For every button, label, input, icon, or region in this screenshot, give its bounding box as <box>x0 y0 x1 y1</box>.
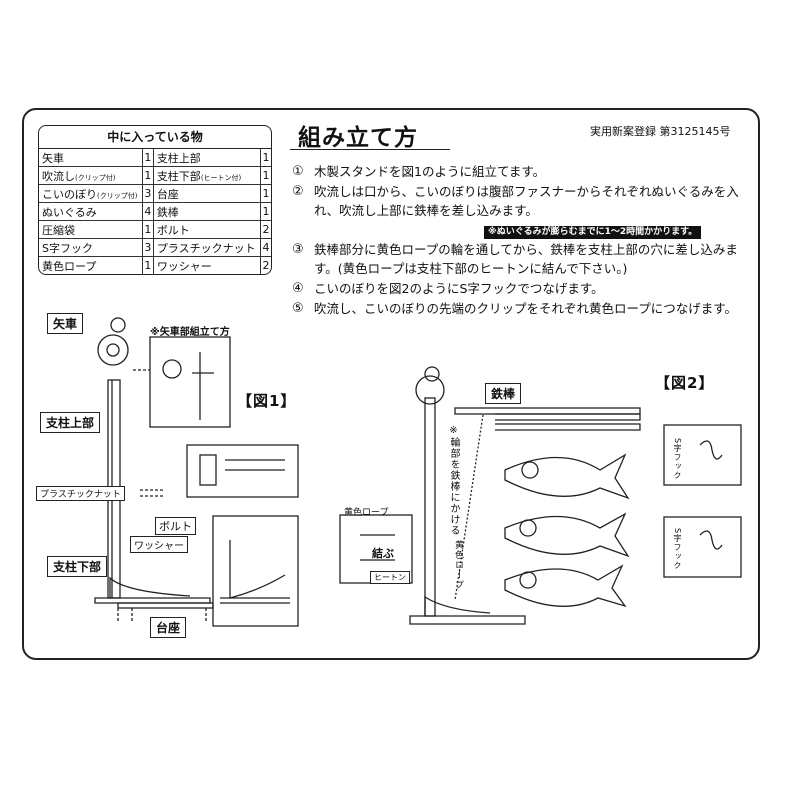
fig2-shook-box-1 <box>663 424 742 486</box>
fig2-label-shook-1: S字フック <box>673 438 682 481</box>
step-number: ④ <box>292 281 304 296</box>
part-qty-text: 1 <box>144 169 152 182</box>
part-note: (ヒートン付) <box>200 173 242 182</box>
part-name-text: S字フック <box>42 241 93 255</box>
step-number: ③ <box>292 242 304 257</box>
part-name-text: 支柱下部 <box>156 169 201 183</box>
step-text: 木製スタンドを図1のように組立てます。 <box>314 164 546 179</box>
part-qty-text: 3 <box>144 187 152 200</box>
part-name: プラスチックナット <box>152 238 262 257</box>
part-qty-text: 2 <box>262 223 270 236</box>
fig2-shook-box-2 <box>663 516 742 578</box>
fig2-title: 【図2】 <box>655 374 715 392</box>
fig1-bolt-box <box>186 444 299 498</box>
step-4: ④ こいのぼりを図2のようにS字フックでつなげます。 <box>292 279 752 298</box>
part-qty-text: 1 <box>262 187 270 200</box>
part-note: (クリップ付) <box>75 173 116 182</box>
parts-row: ぬいぐるみ 4 鉄棒 1 <box>39 202 271 221</box>
fig2-label-tie: 結ぶ <box>372 547 394 560</box>
step-text: こいのぼりを図2のようにS字フックでつなげます。 <box>314 281 604 296</box>
parts-row: 黄色ロープ 1 ワッシャー 2 <box>39 256 271 274</box>
fig1-label-nut: プラスチックナット <box>36 486 125 501</box>
part-qty-text: 1 <box>262 205 270 218</box>
parts-table-header: 中に入っている物 <box>39 126 271 149</box>
part-name-text: ぬいぐるみ <box>42 205 97 219</box>
instruction-card <box>22 108 760 660</box>
fig1-label-assembly: ※矢車部組立て方 <box>150 327 230 338</box>
part-name-text: 圧縮袋 <box>42 223 75 237</box>
part-qty-text: 3 <box>144 241 152 254</box>
part-qty-text: 1 <box>144 223 152 236</box>
part-name-text: ワッシャー <box>156 259 212 273</box>
fig1-title: 【図1】 <box>237 392 297 410</box>
fig2-label-rope-box: 黄色ロープ <box>344 508 389 518</box>
part-name-text: 支柱上部 <box>156 151 201 165</box>
fig1-label-base: 台座 <box>150 617 187 638</box>
fig1-label-upper: 支柱上部 <box>40 412 101 433</box>
step-5: ⑤ 吹流し、こいのぼりの先端のクリップをそれぞれ黄色ロープにつなげます。 <box>292 299 752 318</box>
part-name: S字フック <box>39 238 143 257</box>
part-qty-text: 2 <box>262 259 270 272</box>
step-1: ① 木製スタンドを図1のように組立てます。 <box>292 162 752 181</box>
fig2-carp-3 <box>504 564 627 608</box>
fig1-base-box <box>212 515 299 627</box>
part-qty-text: 4 <box>262 241 270 254</box>
part-name: 黄色ロープ <box>39 256 143 274</box>
part-qty-text: 1 <box>262 169 270 182</box>
fig2-carp-1 <box>504 453 630 500</box>
part-name: ぬいぐるみ <box>39 202 143 221</box>
fig2-label-ring-note: ※輪部を鉄棒にかける <box>448 425 459 536</box>
part-name-text: 台座 <box>156 187 179 201</box>
part-name-text: プラスチックナット <box>156 241 256 255</box>
fig2-pinwheel <box>415 375 445 405</box>
step-3: ③ 鉄棒部分に黄色ロープの輪を通してから、鉄棒を支柱上部の穴に差し込みます。(黄… <box>292 240 752 278</box>
step-text: 吹流しは口から、こいのぼりは腹部ファスナーからそれぞれぬいぐるみを入れ、吹流し上… <box>314 184 739 218</box>
part-qty-text: 1 <box>262 151 270 164</box>
fig2-label-rope-vertical: 黄色ロープ <box>453 540 463 590</box>
step-text: 鉄棒部分に黄色ロープの輪を通してから、鉄棒を支柱上部の穴に差し込みます。(黄色ロ… <box>314 242 738 276</box>
title-underline <box>290 149 450 150</box>
part-note: (クリップ付) <box>97 191 138 200</box>
part-qty: 4 <box>260 238 271 257</box>
fig2-label-heaton: ヒートン <box>370 571 410 584</box>
part-qty-text: 1 <box>144 259 152 272</box>
part-name-text: 鉄棒 <box>156 205 179 219</box>
fig1-label-bolt: ボルト <box>155 517 196 535</box>
fig1-label-lower: 支柱下部 <box>47 556 108 577</box>
fig2-rod <box>454 407 641 415</box>
fig2-pole <box>424 397 436 617</box>
fig1-assembly-box <box>149 336 231 428</box>
parts-row: S字フック 3 プラスチックナット 4 <box>39 238 271 257</box>
steps-list: ① 木製スタンドを図1のように組立てます。 ② 吹流しは口から、こいのぼりは腹部… <box>292 162 752 319</box>
fig1-label-washer: ワッシャー <box>130 536 188 553</box>
part-name-text: 矢車 <box>42 151 64 165</box>
step-number: ① <box>292 164 304 179</box>
fig1-pinwheel <box>97 334 129 366</box>
part-name-text: 吹流し <box>42 169 75 183</box>
part-qty-text: 1 <box>144 151 152 164</box>
registration-number: 実用新案登録 第3125145号 <box>590 125 731 138</box>
fig2-carp-2 <box>504 512 630 558</box>
step-2: ② 吹流しは口から、こいのぼりは腹部ファスナーからそれぞれぬいぐるみを入れ、吹流… <box>292 182 752 239</box>
part-name-text: こいのぼり <box>42 187 97 201</box>
step-number: ⑤ <box>292 301 304 316</box>
step-2-note: ※ぬいぐるみが膨らむまでに1～2時間かかります。 <box>484 226 702 239</box>
fig2-rope <box>454 414 484 601</box>
part-name: ワッシャー <box>152 256 262 274</box>
part-qty: 2 <box>260 256 271 274</box>
page-title: 組み立て方 <box>298 125 418 151</box>
fig2-label-rod: 鉄棒 <box>485 383 522 404</box>
part-name-text: 黄色ロープ <box>42 259 97 273</box>
step-text: 吹流し、こいのぼりの先端のクリップをそれぞれ黄色ロープにつなげます。 <box>314 301 738 316</box>
fig2-label-shook-2: S字フック <box>673 528 682 571</box>
fig1-label-yaguruma: 矢車 <box>47 313 84 334</box>
part-qty-text: 4 <box>144 205 152 218</box>
step-number: ② <box>292 184 304 199</box>
part-name-text: ボルト <box>156 223 190 237</box>
